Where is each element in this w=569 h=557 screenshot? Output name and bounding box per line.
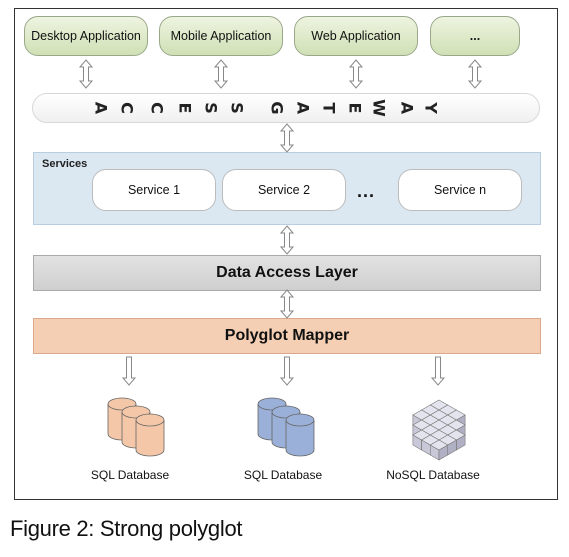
db-label-sql-1: SQL Database [90,468,170,482]
gateway-letter: A [397,101,417,115]
db-label-nosql: NoSQL Database [386,468,480,482]
service-2: Service 2 [222,169,346,211]
gateway-letter: E [175,102,195,114]
polyglot-mapper: Polyglot Mapper [33,318,541,354]
gateway-letter: S [201,102,221,114]
gateway-letter: S [227,102,247,114]
client-desktop-application: Desktop Application [24,16,148,56]
sql-database-icon-2 [257,397,315,457]
client-web-application: Web Application [294,16,418,56]
data-access-layer: Data Access Layer [33,255,541,291]
gateway-letter: T [319,102,339,114]
client-more: ... [430,16,520,56]
services-layer: Services Service 1 Service 2 ... Service… [33,152,541,225]
gateway-letter: G [267,101,287,115]
gateway-letter: E [345,102,365,114]
client-mobile-application: Mobile Application [159,16,283,56]
db-label-sql-2: SQL Database [243,468,323,482]
gateway-letter: C [117,102,137,114]
gateway-letter: Y [421,102,441,114]
service-1: Service 1 [92,169,216,211]
services-title: Services [42,158,88,170]
services-ellipsis: ... [357,181,376,201]
gateway-letter: C [147,102,167,114]
gateway-letter: A [293,101,313,115]
sql-database-icon-1 [107,397,165,457]
figure-caption: Figure 2: Strong polyglot [10,516,243,541]
service-n: Service n [398,169,522,211]
nosql-database-icon [412,399,466,461]
gateway-letter: W [369,99,389,117]
gateway-letter: A [91,101,111,115]
